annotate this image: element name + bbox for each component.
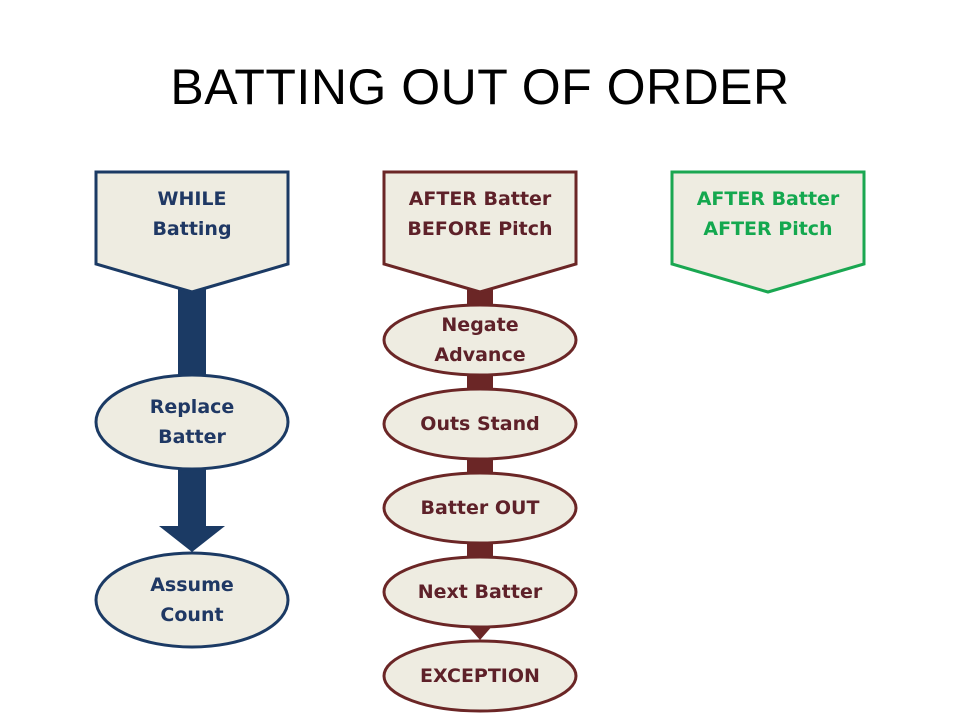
- node-negate-advance: Negate Advance: [434, 314, 526, 366]
- header-shape-after-after: [670, 170, 866, 294]
- node-shape-assume-count: [94, 551, 290, 649]
- node-shape-outs-stand: [382, 387, 578, 461]
- connector-outs-to-batterout: [467, 458, 493, 474]
- connector-negate-to-outs: [467, 374, 493, 390]
- header-shape-after-before: [382, 170, 578, 294]
- node-batter-out: Batter OUT: [420, 497, 540, 519]
- connector-batterout-to-next: [467, 542, 493, 558]
- connector-arrowhead-col1: [159, 526, 225, 552]
- node-shape-exception: [382, 639, 578, 713]
- header-shape-while-batting: [94, 170, 290, 294]
- node-assume-count: Assume Count: [150, 574, 234, 626]
- node-shape-batter-out: [382, 471, 578, 545]
- header-after-batter-after-pitch: AFTER Batter AFTER Pitch: [696, 188, 840, 240]
- node-outs-stand: Outs Stand: [420, 413, 540, 435]
- node-shape-next-batter: [382, 555, 578, 629]
- node-replace-batter: Replace Batter: [149, 396, 235, 448]
- page-title: BATTING OUT OF ORDER: [170, 59, 790, 115]
- header-after-batter-before-pitch: AFTER Batter BEFORE Pitch: [407, 188, 553, 240]
- node-exception: EXCEPTION: [420, 665, 540, 687]
- node-shape-replace-batter: [94, 373, 290, 471]
- header-while-batting: WHILE Batting: [152, 188, 232, 240]
- node-shape-negate-advance: [382, 303, 578, 377]
- connector-header-to-replace: [178, 286, 206, 378]
- node-next-batter: Next Batter: [417, 581, 543, 603]
- connector-header-to-negate: [467, 287, 493, 307]
- connector-replace-to-assume-shaft: [178, 466, 206, 528]
